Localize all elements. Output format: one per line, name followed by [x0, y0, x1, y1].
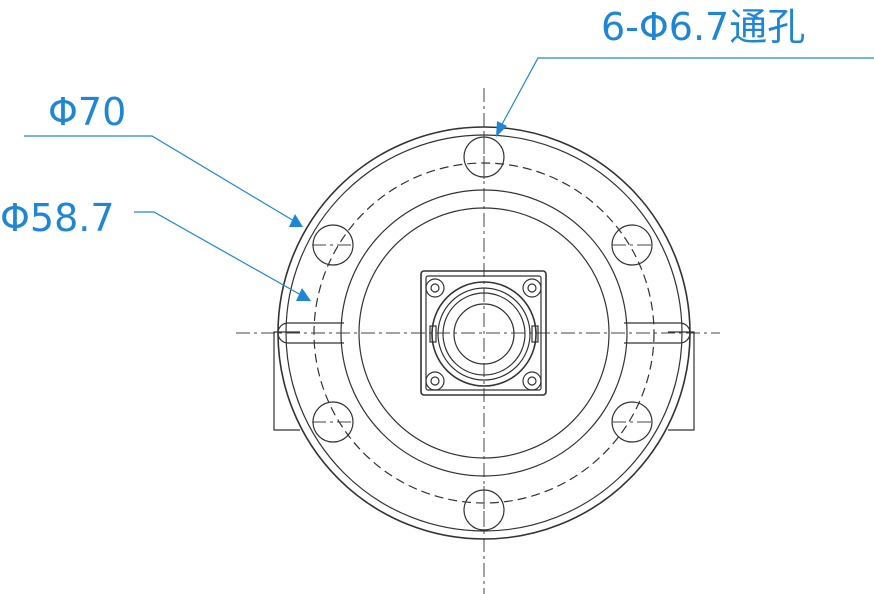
- pcd-leader: [134, 211, 302, 296]
- connector-square-outer: [420, 270, 547, 396]
- connector-key-right: [531, 325, 539, 343]
- left-lug: [273, 331, 300, 431]
- connector-square-inner: [425, 275, 542, 391]
- through-holes: [312, 133, 653, 534]
- connector-ring-outer: [431, 281, 537, 387]
- connector: [420, 270, 547, 396]
- center-lines: [236, 88, 720, 594]
- connector-bore: [453, 303, 515, 365]
- pcd-leader-arrow: [296, 288, 311, 301]
- raised-face-inner: [358, 207, 610, 459]
- holes-leader-arrow: [496, 121, 507, 137]
- connector-ring-3: [442, 292, 526, 376]
- connector-key-left: [429, 325, 437, 343]
- dimension-leaders: [24, 57, 874, 301]
- connector-screw-bl-inner: [430, 376, 440, 386]
- connector-screw-tl: [425, 278, 445, 298]
- connector-screw-tr: [522, 278, 542, 298]
- pitch-circle-diameter-label: Φ58.7: [0, 196, 115, 240]
- outer-leader: [24, 135, 295, 222]
- holes-dimension-label: 6-Φ6.7通孔: [601, 5, 805, 49]
- raised-face-outer: [340, 189, 628, 477]
- left-slot: [277, 322, 344, 344]
- right-lug: [668, 331, 695, 431]
- slots: [277, 322, 691, 344]
- hole-center-marks: [312, 133, 652, 534]
- connector-screw-br-inner: [527, 376, 537, 386]
- side-lugs: [273, 331, 695, 431]
- outer-leader-arrow: [289, 214, 303, 227]
- connector-screw-tl-inner: [430, 283, 440, 293]
- outer-diameter-label: Φ70: [48, 90, 126, 134]
- connector-screw-bl: [425, 371, 445, 391]
- holes-leader: [499, 57, 874, 129]
- connector-ring-2: [437, 287, 531, 381]
- connector-screw-br: [522, 371, 542, 391]
- right-slot: [624, 322, 691, 344]
- connector-screw-tr-inner: [527, 283, 537, 293]
